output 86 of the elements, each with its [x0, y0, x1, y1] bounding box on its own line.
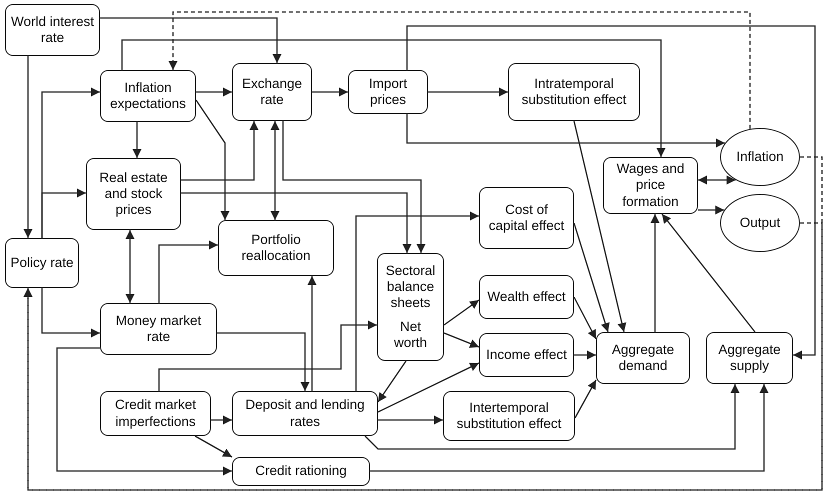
arrow: [158, 240, 218, 303]
box-label: Credit rationing: [255, 463, 347, 480]
box-label: Inflation: [736, 148, 784, 166]
arrow: [573, 222, 610, 332]
arrow: [132, 122, 142, 158]
process-box: [377, 253, 444, 361]
box-label: Intertemporal substitution effect: [456, 400, 562, 432]
box-label: Money market rate: [114, 312, 202, 346]
box-label: Cost of capital effect: [488, 202, 566, 234]
process-box: [603, 157, 698, 214]
arrow: [24, 56, 32, 238]
arrow: [158, 320, 377, 391]
process-box: [218, 220, 334, 276]
arrow: [194, 435, 232, 458]
box-label: Wages and price formation: [616, 161, 686, 210]
arrow: [364, 384, 740, 450]
arrow: [377, 360, 407, 402]
box-label: Wealth effect: [487, 288, 566, 306]
process-box: [479, 187, 574, 249]
process-box: [479, 275, 574, 319]
process-box: [232, 63, 312, 121]
arrow: [308, 276, 316, 391]
arrow: [100, 17, 282, 63]
box-label: Aggregate demand: [610, 342, 676, 374]
arrow: [378, 416, 443, 424]
process-box: [479, 333, 574, 377]
arrow: [217, 332, 310, 391]
box-label: Deposit and lending rates: [244, 397, 366, 430]
box-label: Output: [740, 214, 780, 232]
process-box: [443, 391, 575, 441]
arrow: [355, 212, 479, 391]
process-box: [706, 332, 793, 384]
double-arrow: [270, 121, 280, 220]
process-box: [348, 70, 428, 114]
arrow: [181, 192, 412, 253]
box-label: Inflation expectations: [109, 80, 187, 112]
box-label: Net worth: [392, 319, 428, 352]
process-box: [5, 238, 79, 288]
arrow: [650, 214, 660, 332]
double-arrow: [698, 176, 736, 184]
arrow: [196, 88, 232, 96]
dashed-arrow: [24, 222, 823, 491]
box-label: Aggregate supply: [717, 342, 782, 374]
process-box: [5, 4, 100, 56]
process-box: [100, 391, 211, 436]
arrow: [573, 120, 626, 332]
arrow: [378, 362, 480, 413]
process-box: [100, 303, 217, 355]
double-arrow: [126, 230, 134, 303]
box-label: Portfolio reallocation: [240, 232, 312, 264]
box-label: Policy rate: [10, 254, 74, 272]
arrow: [698, 206, 724, 214]
process-box: [232, 391, 378, 436]
arrow: [444, 332, 480, 348]
box-label: Exchange rate: [240, 76, 304, 108]
box-label: Income effect: [486, 346, 567, 364]
arrow: [41, 188, 86, 238]
box-label: Intratemporal substitution effect: [520, 76, 628, 108]
box-label: Credit market imperfections: [114, 397, 198, 430]
arrow: [662, 214, 756, 332]
box-label: Real estate and stock prices: [98, 170, 169, 218]
box-label: Import prices: [368, 76, 408, 108]
process-box: [100, 70, 196, 122]
arrow: [370, 384, 768, 472]
arrow: [574, 380, 597, 418]
process-box: [86, 158, 181, 230]
arrow: [211, 416, 232, 424]
dashed-arrow: [168, 11, 751, 129]
arrow: [195, 100, 230, 220]
arrow: [56, 347, 232, 476]
process-box: [596, 332, 690, 384]
arrow: [406, 25, 816, 360]
arrow: [428, 88, 508, 96]
arrow: [444, 299, 480, 326]
arrow: [574, 350, 596, 360]
arrow: [121, 39, 666, 157]
box-label: World interest rate: [10, 14, 95, 46]
arrow: [406, 114, 725, 148]
process-box: [508, 63, 640, 121]
box-label: Sectoral balance sheets: [384, 262, 436, 312]
process-box: [232, 457, 370, 486]
arrow: [41, 288, 100, 338]
arrow: [312, 88, 348, 96]
arrow: [181, 121, 258, 181]
arrow: [573, 296, 597, 340]
arrow: [282, 121, 426, 253]
